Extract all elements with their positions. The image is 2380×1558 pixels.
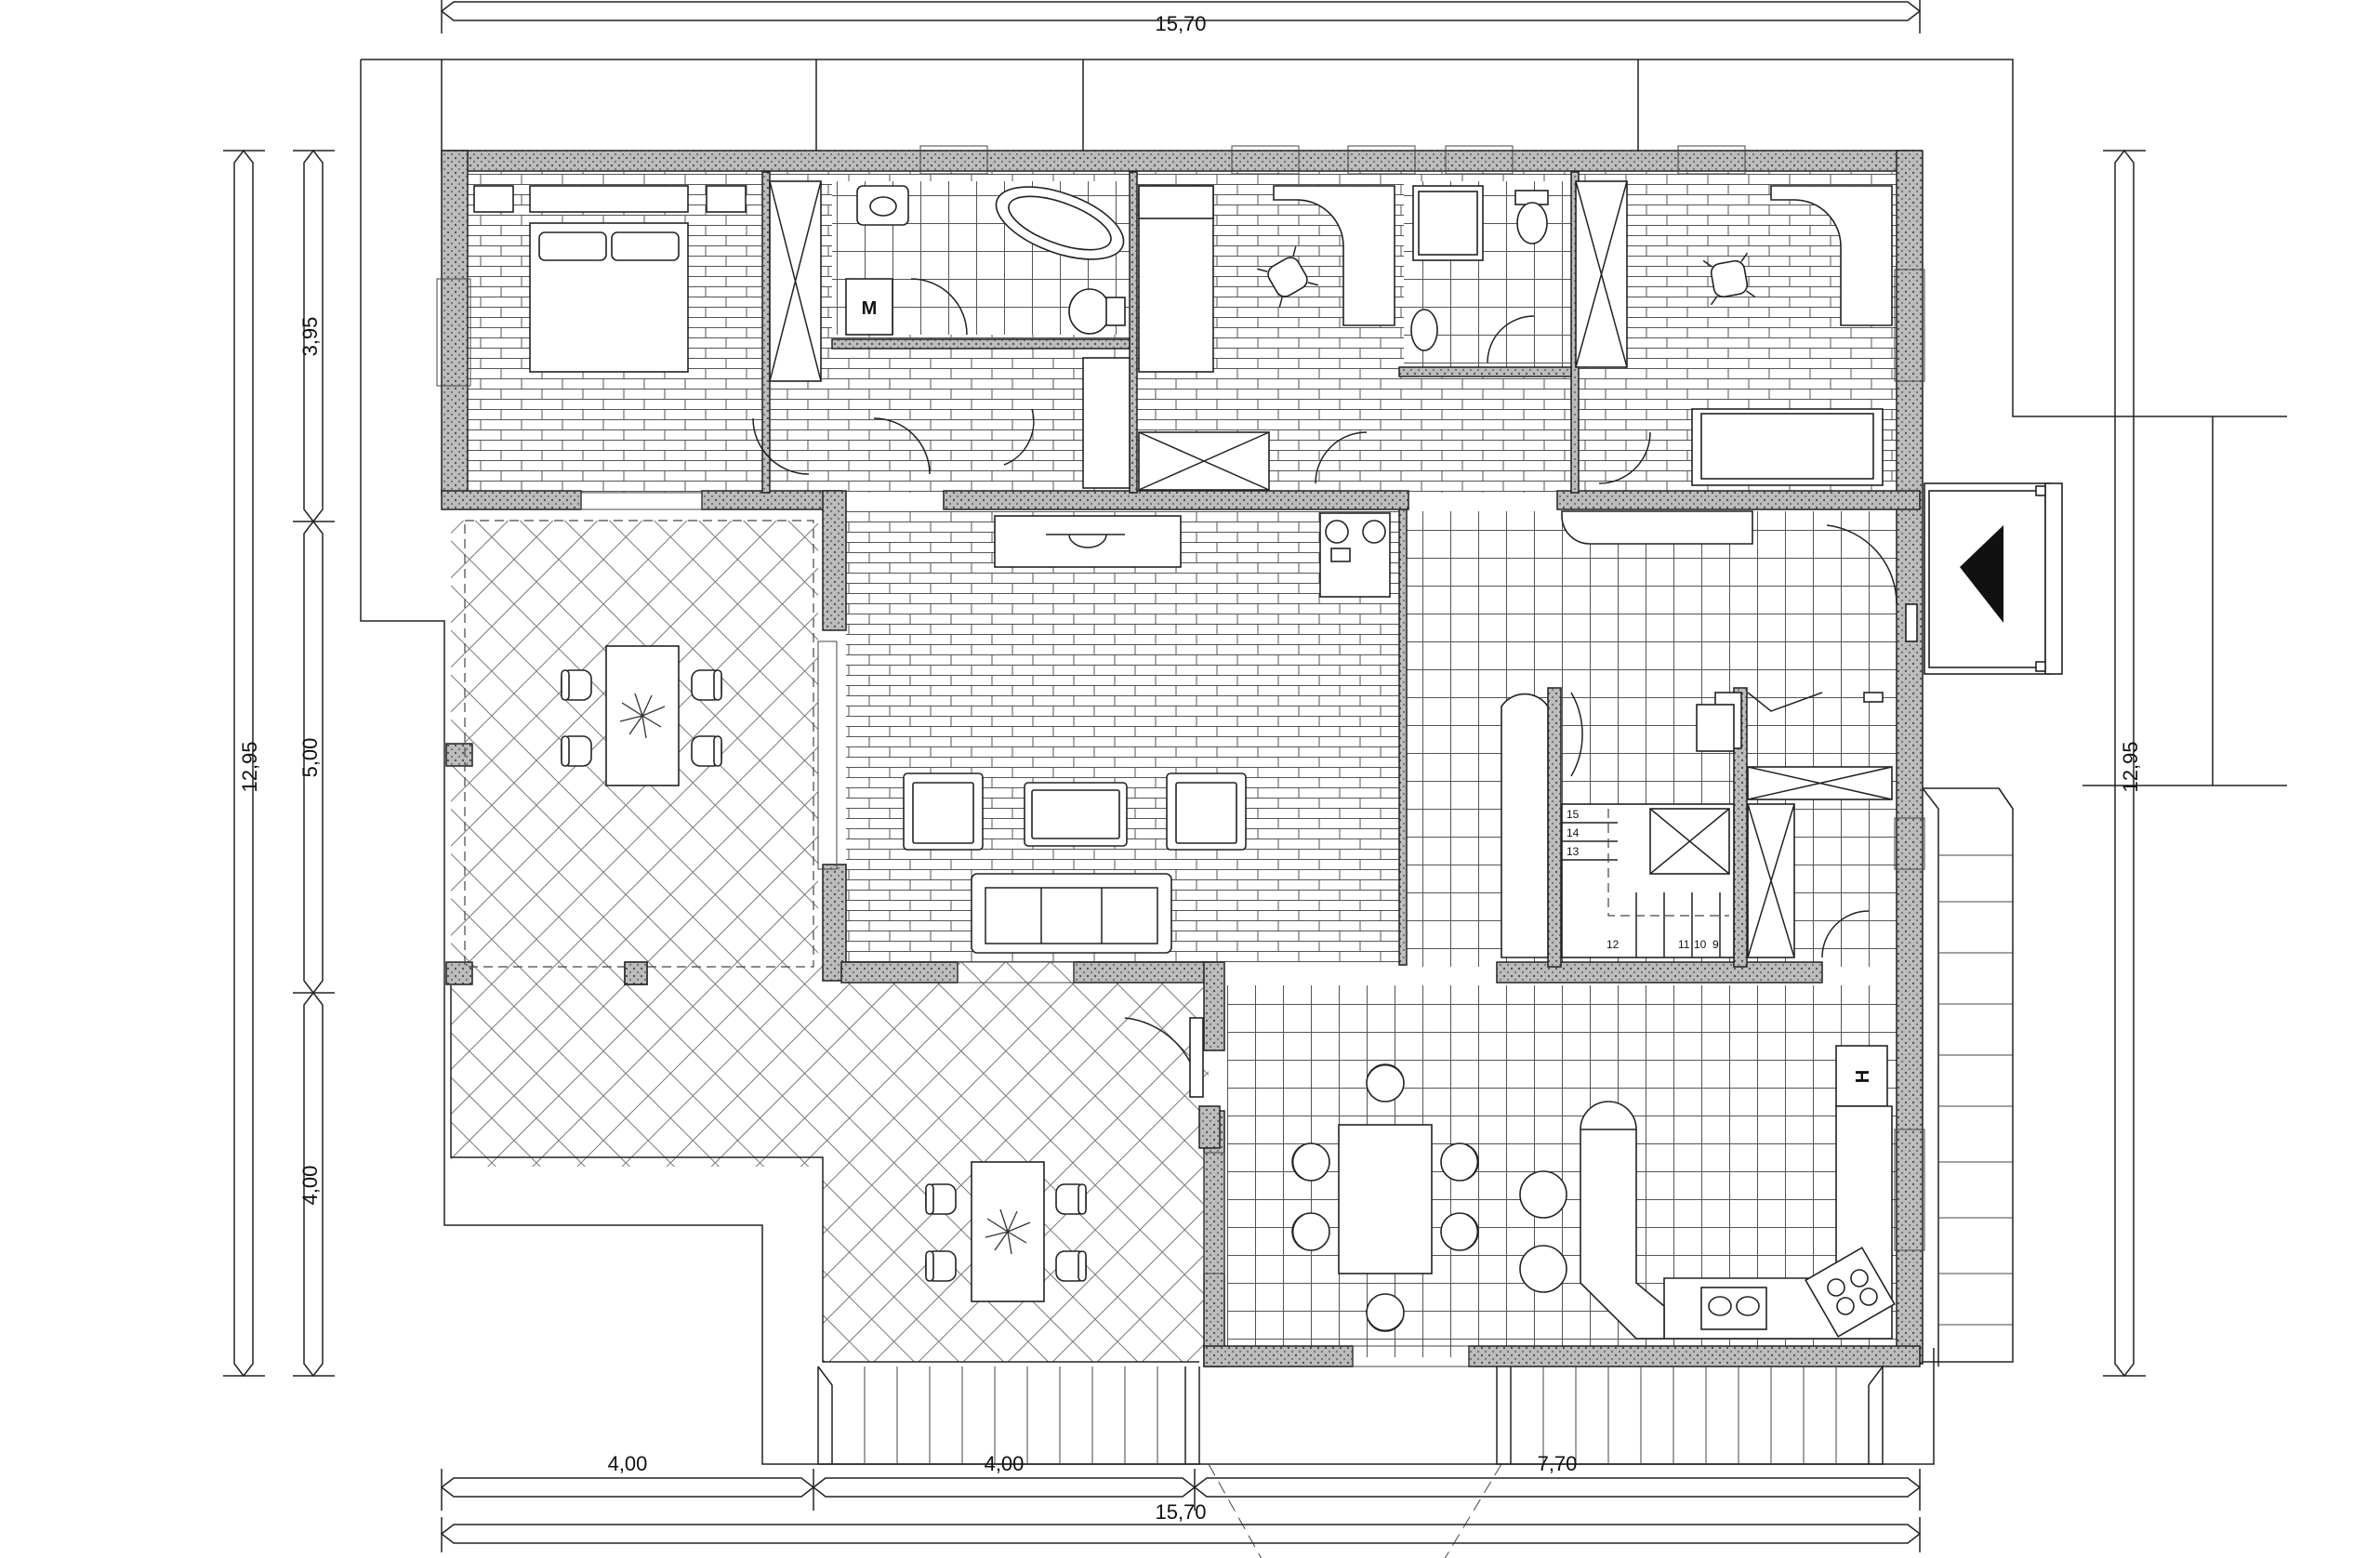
terrace-dining-1 <box>561 645 722 786</box>
dimension-right-overall-label: 12,95 <box>2119 741 2142 792</box>
dimension-left-overall: 12,95 <box>223 149 265 1378</box>
dimension-bottom-segment-label: 7,70 <box>1538 1452 1578 1475</box>
bathroom-1: M <box>845 185 1126 336</box>
dimension-bottom-overall: 15,70 <box>440 1500 1922 1552</box>
dimension-top-label: 15,70 <box>1155 12 1206 35</box>
dimension-bottom-segment-label: 4,00 <box>608 1452 648 1475</box>
fridge-label: H <box>1853 1070 1873 1083</box>
dimension-bottom-segments: 4,00 4,00 7,70 <box>440 1452 1922 1511</box>
terrace-dining-2 <box>925 1017 1204 1302</box>
windows <box>436 145 1925 1367</box>
hall <box>873 357 1270 491</box>
dimension-right-overall: 12,95 <box>2103 149 2146 1378</box>
walls <box>441 150 1924 1367</box>
kitchen: H <box>1291 1045 1896 1340</box>
dimension-bottom-overall-label: 15,70 <box>1155 1500 1206 1524</box>
bedroom-3 <box>1315 185 1893 486</box>
bedroom-2 <box>1138 185 1395 373</box>
pergola-right <box>1922 787 2014 1367</box>
dimension-bottom-segment-label: 4,00 <box>985 1452 1025 1475</box>
dimension-left-segment-label: 5,00 <box>298 738 322 778</box>
dimension-left-segments: 3,95 5,00 4,00 <box>293 149 335 1378</box>
bedroom-1 <box>473 180 822 475</box>
bathroom-2 <box>1410 180 1628 368</box>
stair-number: 9 <box>1712 938 1719 951</box>
dimension-left-segment-label: 4,00 <box>298 1166 322 1206</box>
stair-number: 10 <box>1694 938 1707 951</box>
stair-number: 13 <box>1567 845 1580 858</box>
desk-chair-icon <box>1257 246 1318 308</box>
entrance-steps <box>1924 482 2063 675</box>
staircase: 15 14 13 12 11 10 9 <box>1501 692 1893 958</box>
living-room <box>903 512 1391 954</box>
stair-number: 14 <box>1567 826 1580 839</box>
stair-number: 12 <box>1606 938 1620 951</box>
pergola-bottom <box>817 1364 1884 1465</box>
terrace-outline <box>450 520 1199 1363</box>
entrance-arrow-icon <box>1960 525 2003 623</box>
dimension-top: 15,70 <box>440 0 1922 35</box>
dimension-left-overall-label: 12,95 <box>238 741 261 792</box>
dimension-left-segment-label: 3,95 <box>298 317 322 357</box>
stair-number: 15 <box>1567 808 1580 821</box>
stair-number: 11 <box>1678 938 1690 951</box>
washing-machine-label: M <box>862 298 878 319</box>
